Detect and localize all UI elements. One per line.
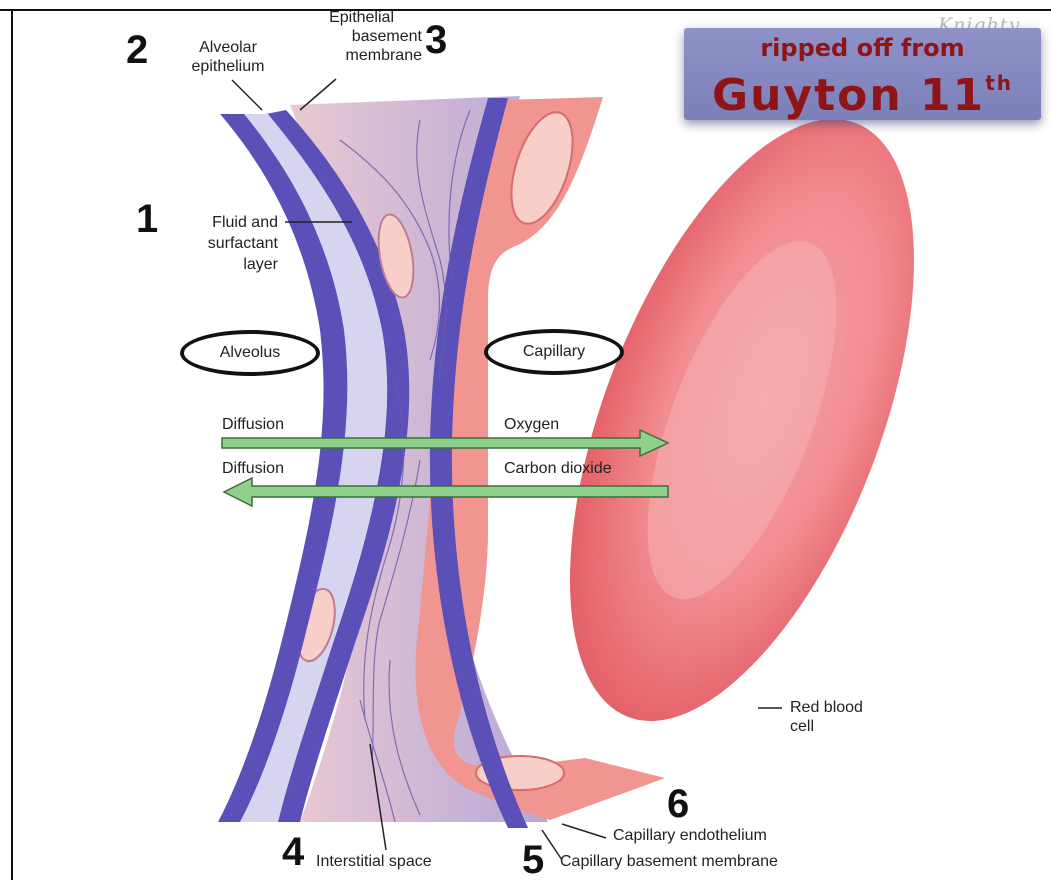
capillary-label: Capillary — [484, 329, 624, 375]
diffusion-oxygen-label: Diffusion — [222, 415, 284, 434]
carbon-dioxide-label: Carbon dioxide — [504, 459, 612, 478]
red-blood-cell-line-1: Red blood — [790, 698, 863, 717]
epithelial-basement-membrane-label: Epithelial basement membrane — [296, 8, 422, 65]
number-2: 2 — [126, 30, 148, 70]
diffusion-co2-label: Diffusion — [222, 459, 284, 478]
alveolar-epithelium-line-2: epithelium — [178, 57, 278, 76]
stamp-superscript: th — [985, 71, 1013, 95]
number-3: 3 — [425, 20, 447, 60]
capillary-endothelium-label: Capillary endothelium — [613, 826, 767, 845]
epithelial-basement-line-1: Epithelial — [296, 8, 422, 27]
ripped-off-stamp: ripped off from Guyton 11th — [684, 28, 1041, 120]
interstitial-space-label: Interstitial space — [316, 852, 432, 871]
stamp-line-2-text: Guyton 11 — [712, 70, 985, 121]
fluid-surfactant-label: Fluid and surfactant layer — [150, 212, 278, 275]
alveolar-epithelium-label: Alveolar epithelium — [178, 38, 278, 76]
alveolus-label: Alveolus — [180, 330, 320, 376]
epithelial-basement-line-2: basement — [296, 27, 422, 46]
epithelial-basement-line-3: membrane — [296, 46, 422, 65]
stamp-line-2: Guyton 11th — [684, 60, 1041, 119]
number-4: 4 — [282, 832, 304, 872]
red-blood-cell-label: Red blood cell — [790, 698, 863, 736]
capillary-basement-membrane-label: Capillary basement membrane — [560, 852, 778, 871]
number-6: 6 — [667, 784, 689, 824]
number-5: 5 — [522, 840, 544, 880]
red-blood-cell-line-2: cell — [790, 717, 863, 736]
oxygen-label: Oxygen — [504, 415, 559, 434]
fluid-surfactant-line-2: surfactant — [150, 233, 278, 254]
fluid-surfactant-line-1: Fluid and — [150, 212, 278, 233]
alveolar-epithelium-line-1: Alveolar — [178, 38, 278, 57]
fluid-surfactant-line-3: layer — [150, 254, 278, 275]
stamp-line-1: ripped off from — [684, 36, 1041, 60]
